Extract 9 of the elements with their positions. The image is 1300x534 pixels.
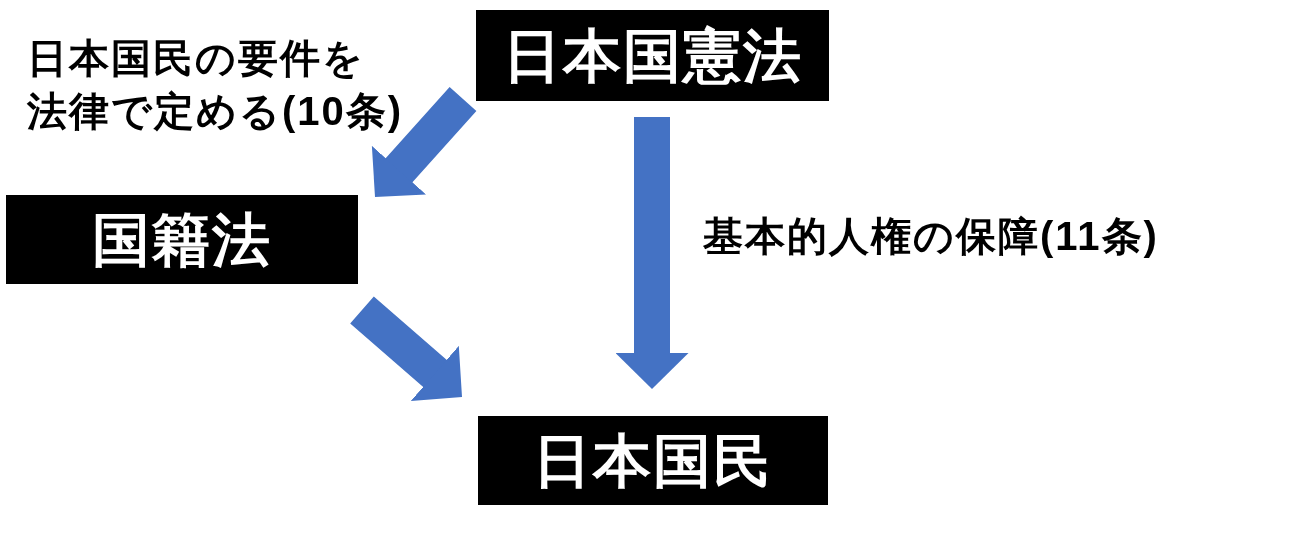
term-box: [6, 195, 358, 284]
box-text: 日本国憲法: [502, 23, 803, 88]
box-text: 日本国民: [533, 428, 773, 493]
term-box: [478, 416, 828, 505]
box-text: 国籍法: [92, 207, 272, 272]
edge-label: 日本国民の要件を法律で定める(10条): [27, 35, 404, 135]
block-arrow: [615, 117, 689, 389]
edge-label: 基本的人権の保障(11条): [703, 213, 1159, 260]
term-box: [476, 10, 829, 101]
